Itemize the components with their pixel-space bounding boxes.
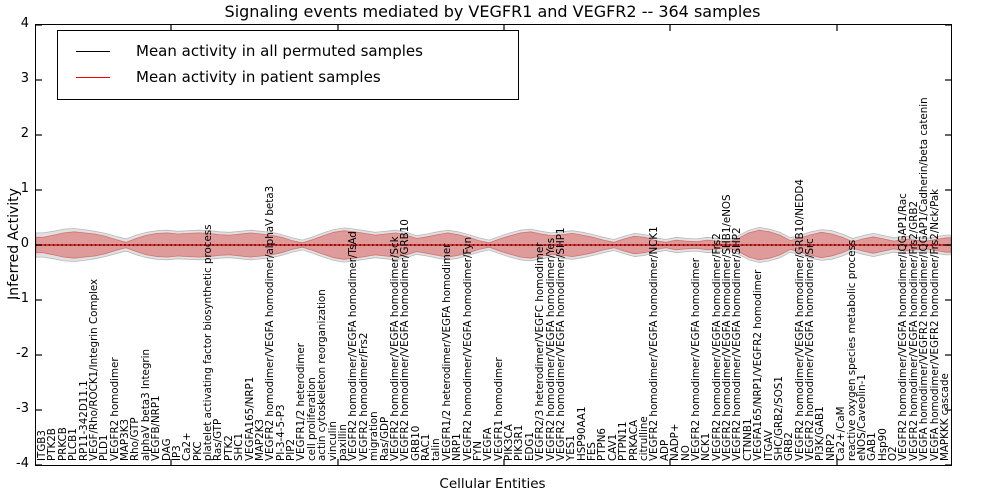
x-tick-label: VEGFR1/2 heterodimer/VEGFA homodimer (440, 243, 453, 461)
x-axis-label: Cellular Entities (439, 476, 546, 492)
x-tick-label: VEGFR2 homodimer/VEGFA homodimer/GRB10 (399, 219, 412, 461)
legend-item-patient: Mean activity in patient samples (58, 64, 518, 90)
legend-line-patient-swatch (76, 76, 110, 78)
x-tick-label: VEGFR2 homodimer/VEGFA homodimer/NCK1 (648, 226, 661, 461)
y-tick-label: -4 (16, 456, 29, 471)
y-tick-label: -3 (16, 401, 29, 416)
x-tick-label: VEGFR2 homodimer/VEGFA homodimer/SHP1 (554, 227, 567, 461)
y-tick-label: -1 (16, 291, 29, 306)
x-tick-label: VEGFR2 homodimer/VEGFA homodimer/Fyn (461, 236, 474, 461)
chart-title: Signaling events mediated by VEGFR1 and … (224, 2, 761, 21)
y-tick-label: 4 (20, 16, 29, 31)
legend-item-permuted: Mean activity in all permuted samples (58, 38, 518, 64)
y-tick-label: 1 (20, 181, 29, 196)
y-tick-label: 0 (20, 236, 29, 251)
legend-label-permuted: Mean activity in all permuted samples (136, 42, 423, 60)
x-tick-label: VEGFR2 homodimer/VEGFA homodimer (689, 257, 702, 461)
legend: Mean activity in all permuted samples Me… (57, 30, 519, 100)
legend-label-patient: Mean activity in patient samples (136, 68, 381, 86)
legend-line-permuted-swatch (76, 50, 110, 52)
plot-area (35, 24, 952, 466)
x-tick-label: MAPKKK cascade (939, 373, 951, 461)
y-tick-label: -2 (16, 346, 29, 361)
chart-canvas (36, 25, 951, 465)
y-tick-label: 2 (20, 126, 29, 141)
y-tick-label: 3 (20, 71, 29, 86)
